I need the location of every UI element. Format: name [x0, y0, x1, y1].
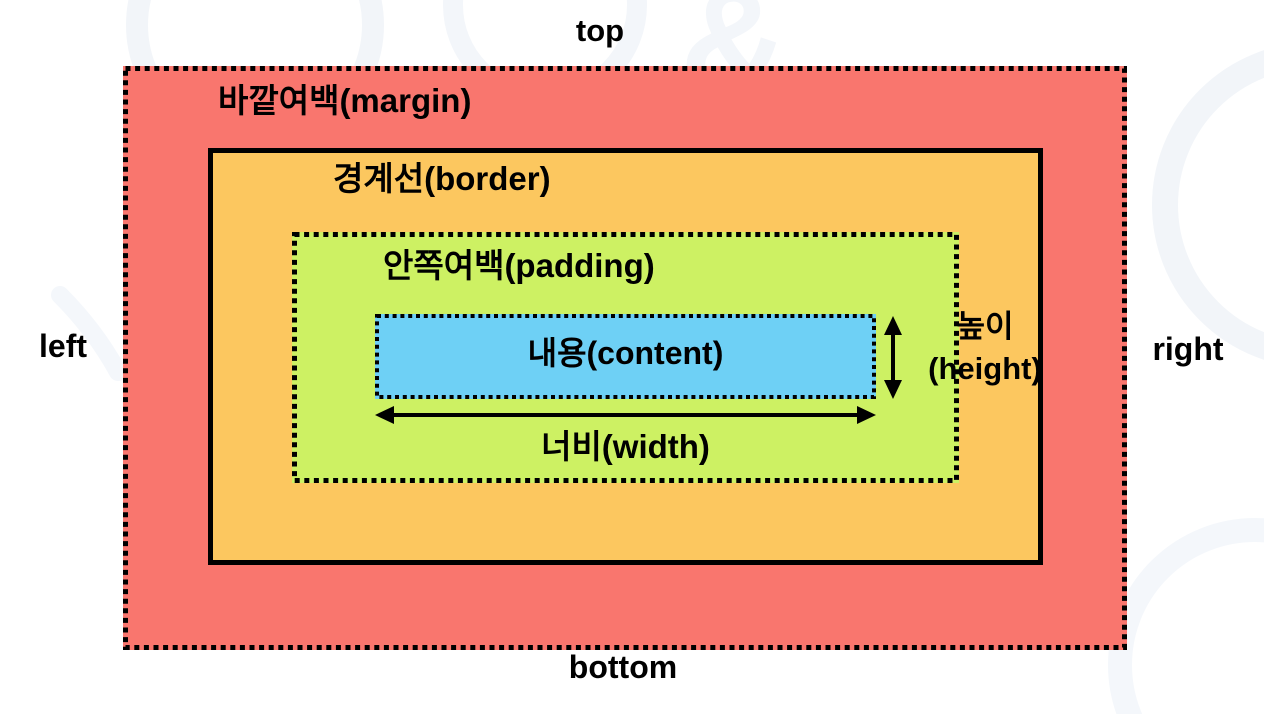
bottom-label: bottom [568, 649, 678, 685]
height-label-line2: (height) [928, 350, 1042, 386]
border-label: 경계선(border) [333, 160, 551, 197]
top-label: top [575, 13, 625, 48]
height-label: 높이 (height) [905, 306, 1065, 390]
content-label: 내용(content) [527, 335, 724, 371]
watermark-circle-right [1152, 50, 1264, 360]
width-label: 너비(width) [541, 428, 710, 465]
margin-label: 바깥여백(margin) [218, 82, 472, 119]
watermark-circle-bottom-right [1108, 518, 1264, 714]
padding-label: 안쪽여백(padding) [383, 247, 655, 284]
left-label: left [39, 328, 87, 364]
height-label-line1: 높이 [956, 309, 1014, 344]
right-label: right [1152, 331, 1224, 367]
